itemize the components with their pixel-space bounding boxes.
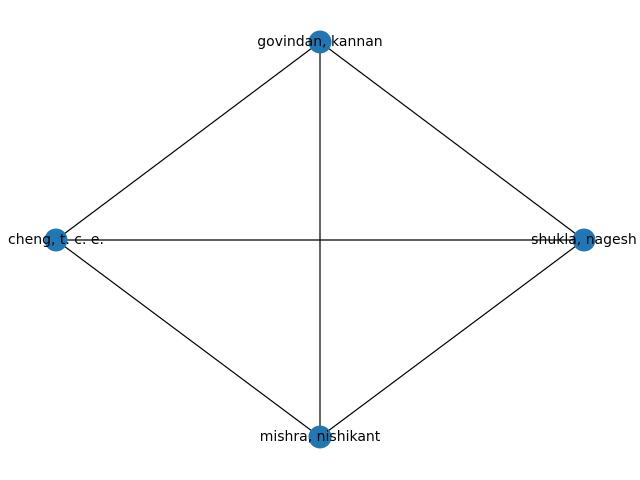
node-label-govindan: govindan, kannan [257, 34, 382, 50]
labels-layer: govindan, kannan cheng, t. c. e. shukla, n… [8, 34, 637, 445]
node-label-shukla: shukla, nagesh [531, 232, 637, 248]
edges-layer [55, 41, 585, 438]
edge-cheng-mishra [55, 239, 321, 438]
edge-govindan-cheng [55, 41, 321, 241]
edge-shukla-mishra [319, 239, 585, 438]
node-label-cheng: cheng, t. c. e. [8, 232, 104, 248]
nodes-layer [44, 30, 596, 449]
node-shukla [572, 228, 596, 252]
edge-govindan-shukla [319, 41, 585, 241]
node-label-mishra: mishra, nishikant [260, 429, 381, 445]
node-mishra [308, 425, 332, 449]
node-govindan [308, 30, 332, 54]
node-cheng [44, 228, 68, 252]
